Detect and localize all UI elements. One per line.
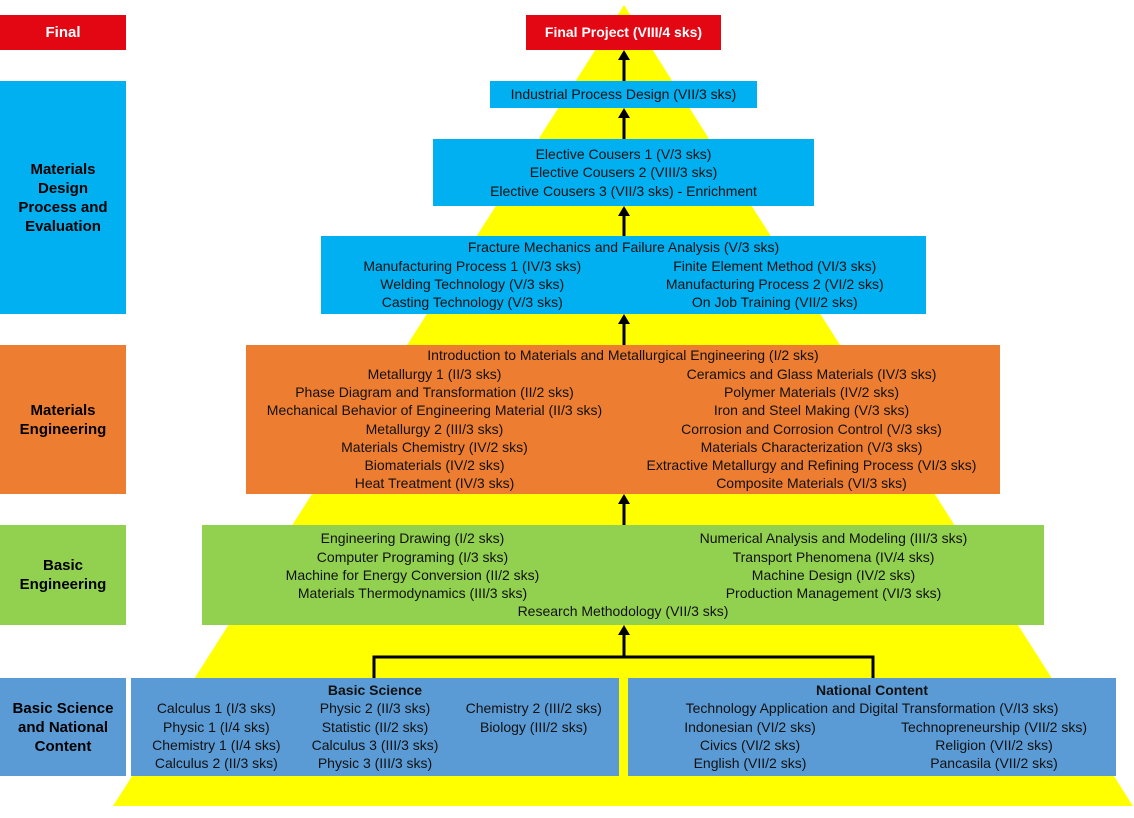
course: Phase Diagram and Transformation (II/2 s… <box>295 383 574 400</box>
box-title: Basic Science <box>327 682 423 698</box>
course: English (VII/2 sks) <box>693 755 807 772</box>
basic-engineering-box: Engineering Drawing (I/2 sks) Numerical A… <box>202 525 1044 625</box>
level-basic-science: Basic Science and National Content <box>0 678 126 776</box>
course: On Job Training (VII/2 sks) <box>691 294 858 311</box>
final-project-box: Final Project (VIII/4 sks) <box>526 15 721 50</box>
course: Technology Application and Digital Trans… <box>685 700 1059 717</box>
level-engineering: Materials Engineering <box>0 345 126 494</box>
course: Polymer Materials (IV/2 sks) <box>723 383 900 400</box>
course: Chemistry 1 (I/4 sks) <box>152 736 281 753</box>
basic-science-box: Basic Science Calculus 1 (I/3 sks)Physic… <box>131 678 619 776</box>
industrial-box: Industrial Process Design (VII/3 sks) <box>490 81 757 108</box>
course: Indonesian (VI/2 sks) <box>684 718 816 735</box>
course: Elective Cousers 1 (V/3 sks) <box>535 146 712 163</box>
course: Composite Materials (VI/3 sks) <box>716 475 907 492</box>
course: Numerical Analysis and Modeling (III/3 s… <box>699 530 968 547</box>
course: Welding Technology (V/3 sks) <box>380 276 565 292</box>
engineering-box: Introduction to Materials and Metallurgi… <box>246 345 1000 494</box>
course: Physic 1 (I/4 sks) <box>163 718 270 735</box>
course: Calculus 1 (I/3 sks) <box>156 700 276 717</box>
course: Elective Cousers 2 (VIII/3 sks) <box>529 164 718 181</box>
course: Machine Design (IV/2 sks) <box>751 566 916 583</box>
course: Physic 2 (II/3 sks) <box>319 700 431 717</box>
national-content-box: National Content Technology Application … <box>628 678 1116 776</box>
course: Mechanical Behavior of Engineering Mater… <box>266 402 603 419</box>
course: Transport Phenomena (IV/4 sks) <box>732 548 935 565</box>
course: Engineering Drawing (I/2 sks) <box>320 530 505 547</box>
course: Technopreneurship (VII/2 sks) <box>901 718 1087 735</box>
course: Biomaterials (IV/2 sks) <box>364 457 505 474</box>
course: Physic 3 (III/3 sks) <box>317 755 433 772</box>
course: Finite Element Method (VI/3 sks) <box>673 257 877 274</box>
level-basic-engineering: Basic Engineering <box>0 525 126 625</box>
course: Manufacturing Process 2 (VI/2 sks) <box>665 276 884 292</box>
course: Calculus 3 (III/3 sks) <box>311 736 439 753</box>
course: Heat Treatment (IV/3 sks) <box>354 475 515 492</box>
course: Materials Characterization (V/3 sks) <box>700 438 923 455</box>
course: Metallurgy 1 (II/3 sks) <box>367 365 502 382</box>
box-title: National Content <box>816 682 928 698</box>
course: Biology (III/2 sks) <box>479 718 588 735</box>
course: Ceramics and Glass Materials (IV/3 sks) <box>686 365 937 382</box>
course: Research Methodology (VII/3 sks) <box>517 603 729 620</box>
course: Extractive Metallurgy and Refining Proce… <box>646 457 977 474</box>
course: Production Management (VI/3 sks) <box>725 585 942 602</box>
course: Fracture Mechanics and Failure Analysis … <box>467 239 780 256</box>
course: Materials Thermodynamics (III/3 sks) <box>297 585 528 602</box>
course: Corrosion and Corrosion Control (V/3 sks… <box>681 420 942 437</box>
course: Materials Chemistry (IV/2 sks) <box>341 438 528 455</box>
level-final: Final <box>0 15 126 50</box>
course: Computer Programing (I/3 sks) <box>316 548 509 565</box>
course: Chemistry 2 (III/2 sks) <box>465 700 602 717</box>
level-design: Materials Design Process and Evaluation <box>0 81 126 314</box>
course: Pancasila (VII/2 sks) <box>930 755 1058 772</box>
course: Metallurgy 2 (III/3 sks) <box>365 420 504 437</box>
course: Elective Cousers 3 (VII/3 sks) - Enrichm… <box>490 182 757 199</box>
course: Civics (VI/2 sks) <box>699 736 801 753</box>
course: Casting Technology (V/3 sks) <box>381 294 563 311</box>
elective-box: Elective Cousers 1 (V/3 sks) Elective Co… <box>433 139 814 206</box>
course: Iron and Steel Making (V/3 sks) <box>713 402 910 419</box>
design-box: Fracture Mechanics and Failure Analysis … <box>321 236 926 314</box>
course: Calculus 2 (II/3 sks) <box>154 755 278 772</box>
course: Religion (VII/2 sks) <box>935 736 1053 753</box>
course: Machine for Energy Conversion (II/2 sks) <box>285 566 540 583</box>
course: Introduction to Materials and Metallurgi… <box>427 347 819 364</box>
course: Statistic (II/2 sks) <box>321 718 429 735</box>
course: Manufacturing Process 1 (IV/3 sks) <box>363 257 582 274</box>
